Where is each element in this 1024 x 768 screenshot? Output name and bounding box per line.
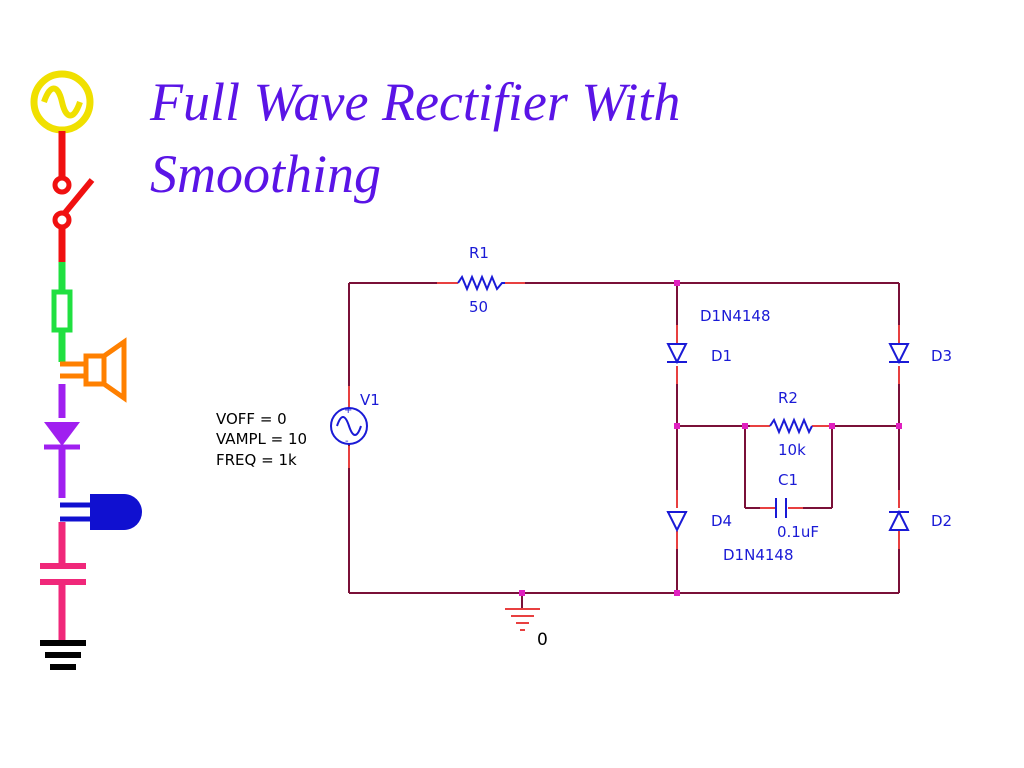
bulb-icon xyxy=(60,494,142,530)
title-line-1: Full Wave Rectifier With xyxy=(150,72,681,132)
r1-value: 50 xyxy=(469,298,488,316)
v1-minus: - xyxy=(345,436,349,447)
diode-d4-symbol xyxy=(666,511,688,533)
ground-symbol: 0 xyxy=(505,608,548,650)
switch-icon xyxy=(52,131,95,262)
sine-wave-icon xyxy=(336,416,362,436)
v1-name: V1 xyxy=(360,391,380,409)
ground-icon xyxy=(40,640,86,670)
v1-param-freq: FREQ = 1k xyxy=(216,451,297,469)
ground-label: 0 xyxy=(537,630,548,650)
d4-label: D4 xyxy=(711,512,732,530)
c1-name: C1 xyxy=(778,471,798,489)
capacitor-c1: C1 0.1uF xyxy=(775,471,819,541)
d3-label: D3 xyxy=(931,347,952,365)
slide-title: Full Wave Rectifier With Smoothing xyxy=(150,66,870,210)
resistor-r1-symbol xyxy=(457,274,505,292)
d1-label: D1 xyxy=(711,347,732,365)
capacitor-icon xyxy=(40,522,86,640)
v1-param-voff: VOFF = 0 xyxy=(216,410,287,428)
speaker-icon xyxy=(60,337,127,403)
wires xyxy=(348,282,900,608)
resistor-r2-symbol xyxy=(769,417,813,435)
component-icon-strip xyxy=(30,70,142,670)
diode-d1: D1 xyxy=(666,343,732,365)
diode-model-bottom: D1N4148 xyxy=(723,546,794,564)
diode-icon xyxy=(44,384,80,498)
v1-plus: + xyxy=(344,405,352,416)
r2-value: 10k xyxy=(778,441,806,459)
diode-d2-symbol xyxy=(888,509,910,531)
r2-name: R2 xyxy=(778,389,798,407)
diode-d1-symbol xyxy=(666,343,688,365)
diode-model-top: D1N4148 xyxy=(700,307,771,325)
ac-source-icon xyxy=(30,70,94,134)
v1-param-vampl: VAMPL = 10 xyxy=(216,430,307,448)
resistor-r1: R1 50 xyxy=(457,244,505,316)
junction-dots xyxy=(519,280,902,596)
diode-d3-symbol xyxy=(888,343,910,365)
diode-d2: D2 xyxy=(888,509,952,531)
c1-value: 0.1uF xyxy=(777,523,819,541)
resistor-icon xyxy=(51,262,73,362)
voltage-source-v1: + - V1 VOFF = 0 VAMPL = 10 FREQ = 1k xyxy=(216,391,380,469)
diode-d4: D4 xyxy=(666,511,732,533)
d2-label: D2 xyxy=(931,512,952,530)
pin-stubs xyxy=(348,282,900,549)
resistor-r2: R2 10k xyxy=(769,389,813,459)
diode-d3: D3 xyxy=(888,343,952,365)
r1-name: R1 xyxy=(469,244,489,262)
title-line-2: Smoothing xyxy=(150,144,382,204)
